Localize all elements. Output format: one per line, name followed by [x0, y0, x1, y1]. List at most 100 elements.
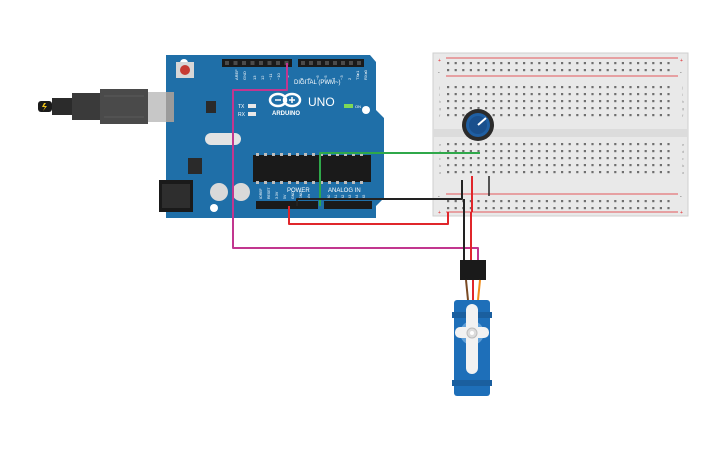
breadboard-hole[interactable] — [629, 157, 632, 160]
breadboard-hole[interactable] — [606, 207, 609, 210]
breadboard-hole[interactable] — [500, 114, 503, 117]
breadboard-hole[interactable] — [568, 114, 571, 117]
breadboard-hole[interactable] — [477, 207, 480, 210]
potentiometer[interactable] — [462, 109, 494, 141]
header-hole[interactable] — [276, 61, 280, 65]
breadboard-hole[interactable] — [469, 62, 472, 65]
breadboard-hole[interactable] — [576, 157, 579, 160]
breadboard-hole[interactable] — [644, 157, 647, 160]
breadboard-hole[interactable] — [477, 171, 480, 174]
breadboard-hole[interactable] — [614, 114, 617, 117]
breadboard-hole[interactable] — [462, 164, 465, 167]
breadboard-hole[interactable] — [667, 200, 670, 203]
breadboard-hole[interactable] — [561, 157, 564, 160]
breadboard-hole[interactable] — [667, 157, 670, 160]
breadboard-hole[interactable] — [462, 157, 465, 160]
breadboard-hole[interactable] — [561, 62, 564, 65]
breadboard-hole[interactable] — [599, 164, 602, 167]
breadboard-hole[interactable] — [477, 157, 480, 160]
breadboard-hole[interactable] — [621, 171, 624, 174]
breadboard-hole[interactable] — [523, 107, 526, 110]
breadboard-hole[interactable] — [545, 200, 548, 203]
breadboard-hole[interactable] — [659, 150, 662, 153]
breadboard-hole[interactable] — [477, 164, 480, 167]
breadboard-hole[interactable] — [599, 171, 602, 174]
breadboard-hole[interactable] — [477, 62, 480, 65]
breadboard-hole[interactable] — [606, 93, 609, 96]
breadboard-hole[interactable] — [637, 107, 640, 110]
header-hole[interactable] — [301, 61, 305, 65]
breadboard-hole[interactable] — [568, 69, 571, 72]
breadboard-hole[interactable] — [659, 164, 662, 167]
breadboard-hole[interactable] — [621, 69, 624, 72]
breadboard-hole[interactable] — [644, 100, 647, 103]
breadboard-hole[interactable] — [599, 93, 602, 96]
breadboard-hole[interactable] — [553, 86, 556, 89]
breadboard-hole[interactable] — [538, 86, 541, 89]
reset-button[interactable] — [176, 62, 194, 78]
breadboard-hole[interactable] — [599, 157, 602, 160]
breadboard-hole[interactable] — [637, 114, 640, 117]
breadboard-hole[interactable] — [469, 150, 472, 153]
breadboard-hole[interactable] — [515, 150, 518, 153]
breadboard-hole[interactable] — [469, 100, 472, 103]
breadboard-hole[interactable] — [538, 62, 541, 65]
breadboard-hole[interactable] — [462, 86, 465, 89]
breadboard-hole[interactable] — [507, 114, 510, 117]
breadboard-hole[interactable] — [576, 86, 579, 89]
breadboard-hole[interactable] — [637, 100, 640, 103]
breadboard-hole[interactable] — [454, 207, 457, 210]
breadboard-hole[interactable] — [644, 171, 647, 174]
breadboard-hole[interactable] — [659, 100, 662, 103]
breadboard-hole[interactable] — [637, 164, 640, 167]
breadboard-hole[interactable] — [477, 107, 480, 110]
breadboard-hole[interactable] — [523, 86, 526, 89]
breadboard-hole[interactable] — [652, 107, 655, 110]
breadboard-hole[interactable] — [492, 157, 495, 160]
breadboard-hole[interactable] — [469, 93, 472, 96]
breadboard-hole[interactable] — [507, 93, 510, 96]
breadboard-hole[interactable] — [576, 100, 579, 103]
breadboard-hole[interactable] — [568, 157, 571, 160]
breadboard-hole[interactable] — [606, 171, 609, 174]
breadboard-hole[interactable] — [606, 62, 609, 65]
breadboard-hole[interactable] — [469, 207, 472, 210]
header-hole[interactable] — [250, 61, 255, 65]
breadboard-hole[interactable] — [469, 164, 472, 167]
breadboard-hole[interactable] — [447, 69, 450, 72]
breadboard-hole[interactable] — [523, 114, 526, 117]
breadboard-hole[interactable] — [507, 171, 510, 174]
breadboard-hole[interactable] — [485, 62, 488, 65]
breadboard-hole[interactable] — [606, 150, 609, 153]
breadboard-hole[interactable] — [568, 164, 571, 167]
breadboard-hole[interactable] — [576, 164, 579, 167]
breadboard-hole[interactable] — [454, 157, 457, 160]
breadboard-hole[interactable] — [637, 157, 640, 160]
breadboard-hole[interactable] — [583, 157, 586, 160]
breadboard-hole[interactable] — [530, 69, 533, 72]
breadboard-hole[interactable] — [538, 107, 541, 110]
servo-motor[interactable] — [452, 260, 492, 396]
breadboard-hole[interactable] — [568, 200, 571, 203]
breadboard-hole[interactable] — [447, 207, 450, 210]
breadboard-hole[interactable] — [492, 114, 495, 117]
breadboard-hole[interactable] — [545, 164, 548, 167]
breadboard-hole[interactable] — [485, 157, 488, 160]
breadboard-hole[interactable] — [644, 150, 647, 153]
breadboard-hole[interactable] — [538, 164, 541, 167]
breadboard-hole[interactable] — [591, 62, 594, 65]
breadboard-hole[interactable] — [667, 207, 670, 210]
breadboard-hole[interactable] — [530, 150, 533, 153]
breadboard-hole[interactable] — [477, 69, 480, 72]
breadboard-hole[interactable] — [462, 114, 465, 117]
breadboard-hole[interactable] — [492, 69, 495, 72]
breadboard-hole[interactable] — [485, 150, 488, 153]
breadboard-hole[interactable] — [599, 207, 602, 210]
breadboard-hole[interactable] — [515, 157, 518, 160]
breadboard-hole[interactable] — [515, 100, 518, 103]
breadboard-hole[interactable] — [485, 207, 488, 210]
breadboard-hole[interactable] — [507, 207, 510, 210]
breadboard-hole[interactable] — [659, 207, 662, 210]
breadboard-hole[interactable] — [553, 150, 556, 153]
breadboard-hole[interactable] — [492, 62, 495, 65]
